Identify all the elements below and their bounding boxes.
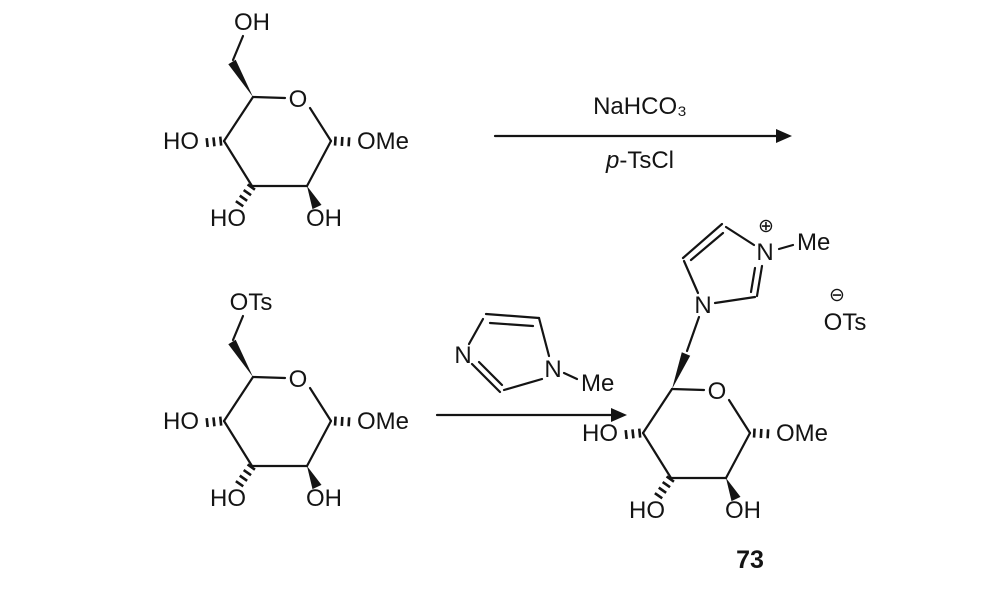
wedge-bond — [307, 186, 322, 210]
wedge-bond — [672, 352, 691, 389]
nitrogen-label: N — [544, 356, 561, 383]
ring-bond — [222, 419, 254, 468]
ring-bond — [251, 375, 287, 380]
ring-bond — [727, 398, 752, 435]
minus-charge-icon: ⊖ — [829, 285, 845, 306]
nitrogen-label: N — [694, 292, 711, 319]
reaction-arrow-step1: NaHCO₃ p-TsCl — [493, 93, 792, 174]
wedge-bond — [228, 59, 253, 97]
bond — [562, 371, 579, 381]
ring-bond — [305, 139, 333, 188]
hydroxyl-label: HO — [629, 497, 665, 524]
hash-bond — [234, 463, 256, 489]
hydroxyl-label: OH — [234, 9, 270, 36]
reagent-nahco3: NaHCO₃ — [593, 93, 687, 120]
wedge-bond — [228, 339, 253, 377]
hash-bond — [752, 428, 772, 439]
ring-oxygen-label: O — [289, 86, 308, 113]
double-bond-inner — [749, 266, 757, 294]
ring-bond — [305, 419, 333, 468]
intermediate-tosylate: OTs O HO HO OH OMe — [163, 289, 409, 512]
product-imidazolium-salt: N N ⊕ Me ⊖ OTs O HO HO OH OMe 73 — [582, 216, 866, 574]
ring-bond — [502, 377, 544, 392]
plus-charge-icon: ⊕ — [758, 216, 774, 237]
tosylate-counterion-label: OTs — [824, 309, 867, 336]
hydroxyl-label: HO — [582, 420, 618, 447]
nitrogen-label: N — [756, 239, 773, 266]
ring-bond — [755, 264, 764, 298]
hash-bond — [653, 475, 675, 501]
ring-bond — [681, 222, 724, 260]
compound-number: 73 — [736, 546, 764, 574]
methyl-label: Me — [581, 370, 614, 397]
hash-bond — [234, 183, 256, 209]
methoxy-label: OMe — [357, 128, 409, 155]
ring-bond — [251, 95, 287, 100]
hydroxyl-label: HO — [210, 205, 246, 232]
ring-bond — [537, 316, 551, 358]
wedge-bond — [726, 478, 741, 502]
bond — [777, 243, 795, 251]
tosylate-label: OTs — [230, 289, 273, 316]
ring-bond — [682, 259, 700, 295]
reagent-ptscl: p-TsCl — [605, 147, 674, 174]
bond — [685, 315, 701, 353]
reagent-methylimidazole: N N Me — [454, 312, 614, 397]
ring-bond — [308, 386, 333, 423]
hash-bond — [621, 428, 642, 440]
hydroxyl-label: OH — [306, 485, 342, 512]
ring-bond — [470, 362, 502, 394]
arrow-head — [611, 408, 627, 422]
reactant-methyl-glucopyranoside: OH O HO HO OH OMe — [163, 9, 409, 232]
hydroxyl-label: HO — [163, 128, 199, 155]
hash-bond — [333, 136, 353, 147]
ring-oxygen-label: O — [289, 366, 308, 393]
ring-oxygen-label: O — [708, 378, 727, 405]
reagent-ptscl-rest: -TsCl — [619, 147, 674, 174]
ring-bond — [222, 95, 255, 143]
double-bond-inner — [689, 231, 725, 262]
bond — [231, 314, 245, 342]
ring-bond — [222, 139, 254, 188]
arrow-head — [776, 129, 792, 143]
reaction-arrow-step2 — [435, 408, 627, 422]
hash-bond — [333, 416, 353, 427]
hydroxyl-label: OH — [306, 205, 342, 232]
hash-bond — [202, 416, 223, 428]
ring-bond — [724, 431, 752, 480]
ring-bond — [713, 295, 757, 305]
bond — [231, 34, 245, 62]
double-bond-inner — [477, 360, 504, 387]
ring-bond — [484, 312, 541, 320]
hydroxyl-label: HO — [163, 408, 199, 435]
methoxy-label: OMe — [776, 420, 828, 447]
ring-bond — [670, 387, 706, 392]
ring-bond — [467, 317, 485, 346]
ring-bond — [641, 431, 673, 480]
hash-bond — [202, 136, 223, 148]
reagent-ptscl-italic-p: p — [605, 147, 619, 174]
ring-bond — [308, 106, 333, 143]
ring-bond — [724, 225, 756, 247]
ring-bond — [222, 375, 255, 423]
double-bond-inner — [488, 321, 535, 328]
ring-bond — [641, 387, 674, 435]
hydroxyl-label: OH — [725, 497, 761, 524]
nitrogen-label: N — [454, 342, 471, 369]
methoxy-label: OMe — [357, 408, 409, 435]
wedge-bond — [307, 466, 322, 490]
methyl-label: Me — [797, 229, 830, 256]
hydroxyl-label: HO — [210, 485, 246, 512]
